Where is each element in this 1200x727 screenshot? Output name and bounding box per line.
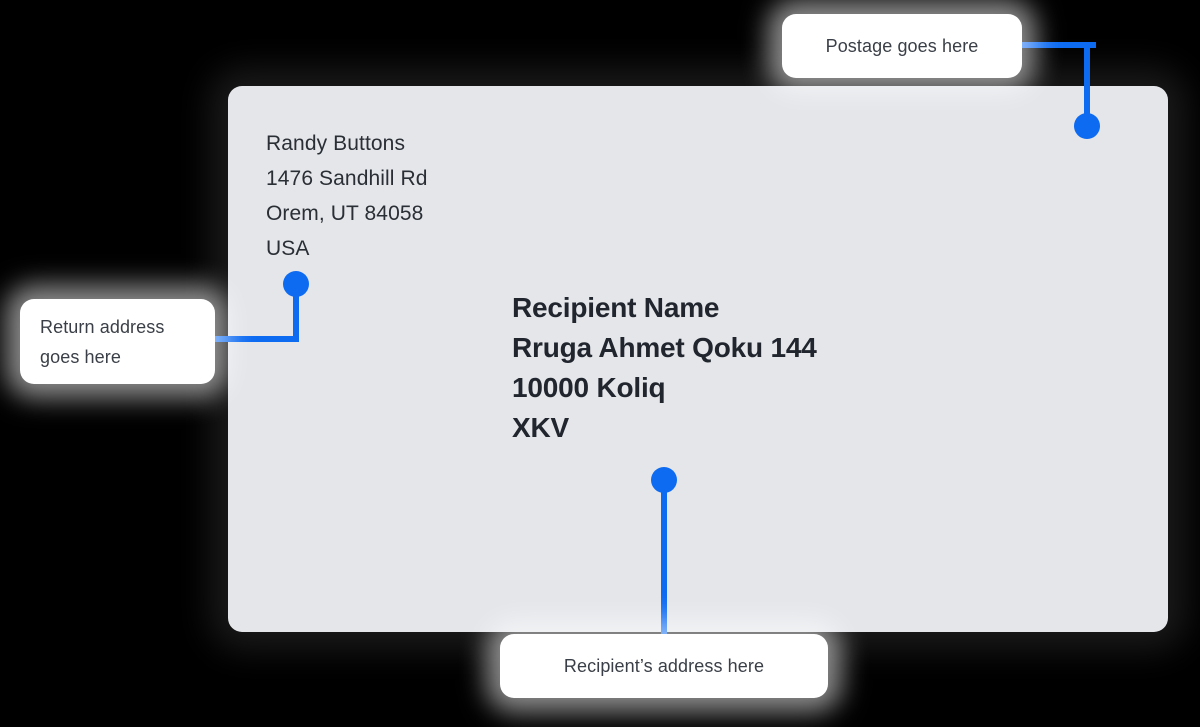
callout-postage[interactable]: Postage goes here <box>782 14 1022 78</box>
return-address-line: 1476 Sandhill Rd <box>266 167 428 190</box>
connector-dot-postage <box>1074 113 1100 139</box>
connector-line-recipient-vertical <box>661 480 667 642</box>
callout-recipient-address[interactable]: Recipient’s address here <box>500 634 828 698</box>
callout-return-address-label: Return address goes here <box>40 316 165 367</box>
recipient-address-line: XKV <box>512 412 569 443</box>
return-address-block: Randy Buttons 1476 Sandhill Rd Orem, UT … <box>266 126 428 266</box>
callout-recipient-address-label: Recipient’s address here <box>563 656 765 676</box>
connector-line-postage-horizontal <box>1016 42 1096 48</box>
recipient-address-line: Recipient Name <box>512 292 720 323</box>
connector-line-return-vertical <box>293 284 299 342</box>
return-address-line: Orem, UT 84058 <box>266 202 424 225</box>
callout-postage-label: Postage goes here <box>825 36 979 56</box>
recipient-address-block: Recipient Name Rruga Ahmet Qoku 144 1000… <box>512 288 817 448</box>
connector-line-return-horizontal <box>210 336 299 342</box>
return-address-line: Randy Buttons <box>266 132 406 155</box>
callout-return-address[interactable]: Return address goes here <box>20 299 215 384</box>
connector-line-postage-vertical <box>1084 42 1090 128</box>
recipient-address-line: Rruga Ahmet Qoku 144 <box>512 332 817 363</box>
recipient-address-line: 10000 Koliq <box>512 372 666 403</box>
return-address-line: USA <box>266 237 310 260</box>
envelope <box>228 86 1168 632</box>
